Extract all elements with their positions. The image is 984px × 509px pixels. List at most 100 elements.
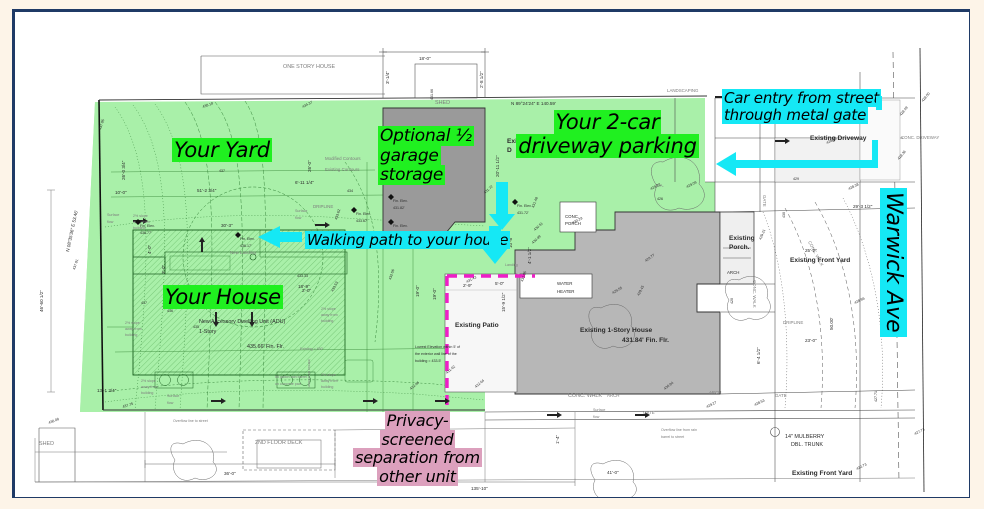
dim-center-18-9: 18'-9" [298,284,310,289]
label-lowest-elev-1: Lowest Elevation within 5' of [415,345,460,349]
label-pa: P.A. [656,183,664,188]
svg-text:Fin. Elev.: Fin. Elev. [240,237,255,241]
svg-text:429.22: 429.22 [650,182,662,190]
dim-center-5: 5'-0" [495,281,505,286]
svg-text:428.36: 428.36 [897,150,907,161]
dim-left-13: 13'-1 3/4" [97,388,117,393]
svg-text:429.45: 429.45 [636,285,645,297]
label-arch-porch: ARCH [727,270,739,275]
svg-text:430.94: 430.94 [663,381,674,391]
svg-text:Fin. Elev.: Fin. Elev. [517,204,532,208]
label-surface-flow-4: flow [167,401,174,405]
dim-left-overall: 46'-60 1/2" [39,290,44,312]
svg-text:431.72': 431.72' [517,211,529,215]
svg-text:437.91: 437.91 [72,259,79,271]
svg-text:Fin. Elev.: Fin. Elev. [393,199,408,203]
dim-right-25-2: 25'-2" [805,248,817,253]
dim-center-15-9: 15'-9 1/2" [501,292,506,312]
label-existing-450: Existing = 450' [300,347,324,351]
label-rain-barrel-2: on concrete pad [275,382,301,386]
label-existing-front-yard-bottom: Existing Front Yard [792,470,852,477]
label-water-heater-2: HEATER [557,289,574,294]
label-surface-flow-1: Surface [107,213,119,217]
dim-right-50: 50.00' [829,318,834,330]
svg-text:427.73: 427.73 [914,427,926,435]
svg-text:433.62: 433.62 [334,209,341,221]
svg-text:428.66: 428.66 [854,296,866,304]
dim-bearing-north: N 89°24'24" E 140.59' [511,101,556,106]
svg-text:420: 420 [730,298,734,304]
svg-text:435: 435 [193,325,199,329]
front-yard-contours [762,197,883,409]
svg-text:Fin. Elev.: Fin. Elev. [393,224,408,228]
left-dimension-chain [47,189,55,393]
label-arch-2: ARCH [709,390,721,395]
label-interior-dimension: interior dimension [307,359,311,387]
svg-text:431.95: 431.95 [520,271,527,283]
label-slope-1c: building [133,226,145,230]
label-slope-2b: away from [125,327,142,331]
label-slope-5b: away from [321,379,338,383]
annotation-walking-path: Walking path to your house [305,231,511,249]
svg-text:430.99: 430.99 [531,234,542,244]
svg-text:431.42: 431.42 [466,275,478,284]
site-plan-drawing: ONE STORY HOUSE SHED SHED LANDSCAPING CO… [15,12,969,497]
svg-text:429.55: 429.55 [612,286,624,295]
bottom-dimension-line [35,460,576,486]
svg-text:433.67': 433.67' [356,219,368,223]
dim-left-4ft: 4'-0" [147,244,152,254]
dim-left-6-11: 6'-11 1/4" [295,180,314,185]
svg-text:430.29: 430.29 [572,216,584,225]
svg-text:429.21: 429.21 [758,229,766,241]
label-conc-driveway-right: CONC. DRIVEWAY [901,135,939,140]
label-surface-flow-3: Surface [167,394,179,398]
svg-text:432.94: 432.94 [409,381,420,391]
dim-center-19-0: 19'-0" [432,288,437,300]
label-existing-porch-2: Porch. [729,244,750,251]
svg-text:431.82': 431.82' [393,206,405,210]
label-existing-patio: Existing Patio [455,322,499,329]
svg-text:433.53: 433.53 [330,281,339,293]
existing-house-block [514,201,755,395]
top-neighbor-structures [200,48,489,99]
label-overflow-to-street: Overflow line to street [173,419,208,423]
label-existing-house-name: Existing 1-Story House [580,327,653,334]
svg-text:429.09: 429.09 [686,180,698,188]
svg-text:437: 437 [141,301,147,305]
label-surface-flow-7: Surface [593,408,605,412]
label-existing-contours: Existing Contours [325,167,360,172]
label-shed-top: SHED [435,100,450,106]
label-mulberry-1: 14" MULBERRY [785,434,825,440]
svg-text:422.73: 422.73 [856,462,868,470]
annotation-your-house: Your House [163,285,283,309]
label-slope-3a: 2% slope [141,379,156,383]
privacy-screen-line [445,274,535,412]
svg-text:428.49: 428.49 [899,106,909,117]
label-arch-walk: ARCH [607,393,619,398]
label-slope-1a: 2% slope [133,214,148,218]
svg-text:434.37: 434.37 [302,100,314,109]
new-landing [164,251,348,275]
svg-text:431.66: 431.66 [430,89,434,100]
dim-left-3ft: 3'-0" [161,264,166,274]
label-2nd-floor-deck: 2ND FLOOR DECK [255,440,303,446]
svg-text:431.62: 431.62 [445,365,456,375]
dim-left-51: 51'-2 3/4" [197,188,217,193]
label-water-heater-1: WATER [557,281,572,286]
annotation-driveway-parking: Your 2-car driveway parking [516,110,699,159]
dim-top-shed-width: 18'-0" [419,56,431,61]
annotation-warwick-ave: Warwick Ave [880,188,907,337]
annotation-your-yard: Your Yard [172,138,272,162]
plan-svg: ONE STORY HOUSE SHED SHED LANDSCAPING CO… [15,12,969,497]
lower-site-lines [34,412,916,483]
label-slope-5c: building [321,385,333,389]
label-slope-2a: 2% slope [125,321,140,325]
dim-center-4-1: 4'-1 1/2" [527,247,532,264]
label-existing-front-yard-right: Existing Front Yard [790,257,850,264]
label-gate-right: GATE [762,195,767,207]
svg-text:432.56: 432.56 [388,269,395,281]
dim-right-23: 23'-0" [805,338,817,343]
label-existing-driveway: Existing Driveway [810,135,867,142]
dim-bottom-135: 135'-10" [471,486,488,491]
svg-text:437.75: 437.75 [122,402,134,409]
